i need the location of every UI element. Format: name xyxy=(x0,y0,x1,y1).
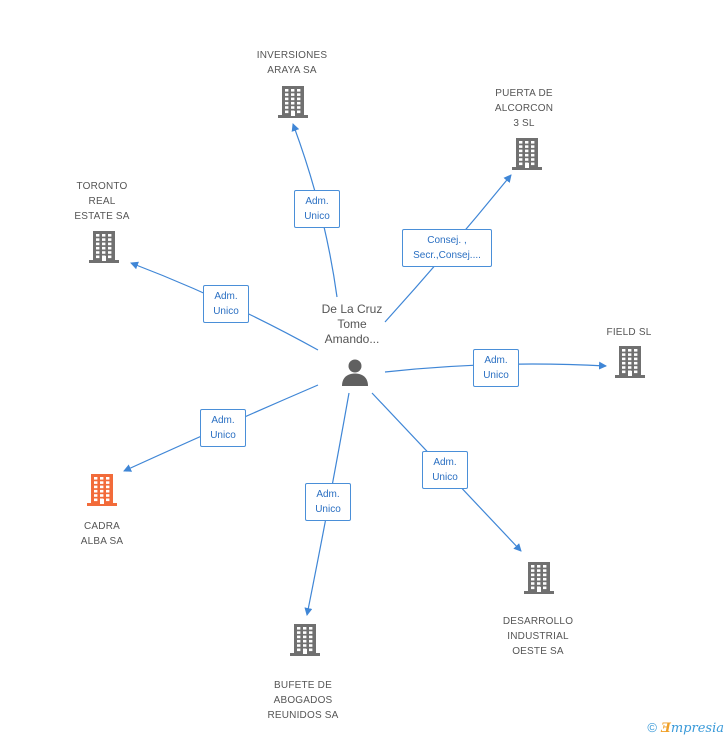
edge-label-toronto-real-estate[interactable]: Adm. Unico xyxy=(203,285,249,323)
company-label-inversiones-araya[interactable]: INVERSIONES ARAYA SA xyxy=(256,50,328,76)
footer-brand: ©Ǝmpresia xyxy=(647,720,724,736)
copyright-symbol: © xyxy=(647,720,657,735)
company-label-puerta-alcorcon[interactable]: PUERTA DE ALCORCON 3 SL xyxy=(494,87,554,129)
building-icon[interactable] xyxy=(613,344,647,380)
edge-label-cadra-alba[interactable]: Adm. Unico xyxy=(200,409,246,447)
edge-label-bufete-abogados[interactable]: Adm. Unico xyxy=(305,483,351,521)
building-icon[interactable] xyxy=(87,229,121,265)
building-icon[interactable] xyxy=(510,136,544,172)
company-label-bufete-abogados[interactable]: BUFETE DE ABOGADOS REUNIDOS SA xyxy=(267,680,339,721)
person-name-label[interactable]: De La Cruz Tome Amando... xyxy=(321,302,383,346)
building-icon[interactable] xyxy=(85,472,119,508)
company-label-cadra-alba[interactable]: CADRA ALBA SA xyxy=(80,521,124,547)
building-icon[interactable] xyxy=(522,560,556,596)
person-icon[interactable] xyxy=(340,357,370,387)
edge-label-inversiones-araya[interactable]: Adm. Unico xyxy=(294,190,340,228)
building-icon[interactable] xyxy=(288,622,322,658)
company-label-desarrollo-industrial[interactable]: DESARROLLO INDUSTRIAL OESTE SA xyxy=(502,616,574,657)
empresia-logo: Ǝmpresia xyxy=(660,721,724,736)
edge-label-field-sl[interactable]: Adm. Unico xyxy=(473,349,519,387)
company-label-toronto-real-estate[interactable]: TORONTO REAL ESTATE SA xyxy=(74,180,130,222)
edge-label-desarrollo-industrial[interactable]: Adm. Unico xyxy=(422,451,468,489)
company-label-field-sl[interactable]: FIELD SL xyxy=(606,326,652,338)
building-icon[interactable] xyxy=(276,84,310,120)
edge-label-puerta-alcorcon[interactable]: Consej. , Secr.,Consej.... xyxy=(402,229,492,267)
